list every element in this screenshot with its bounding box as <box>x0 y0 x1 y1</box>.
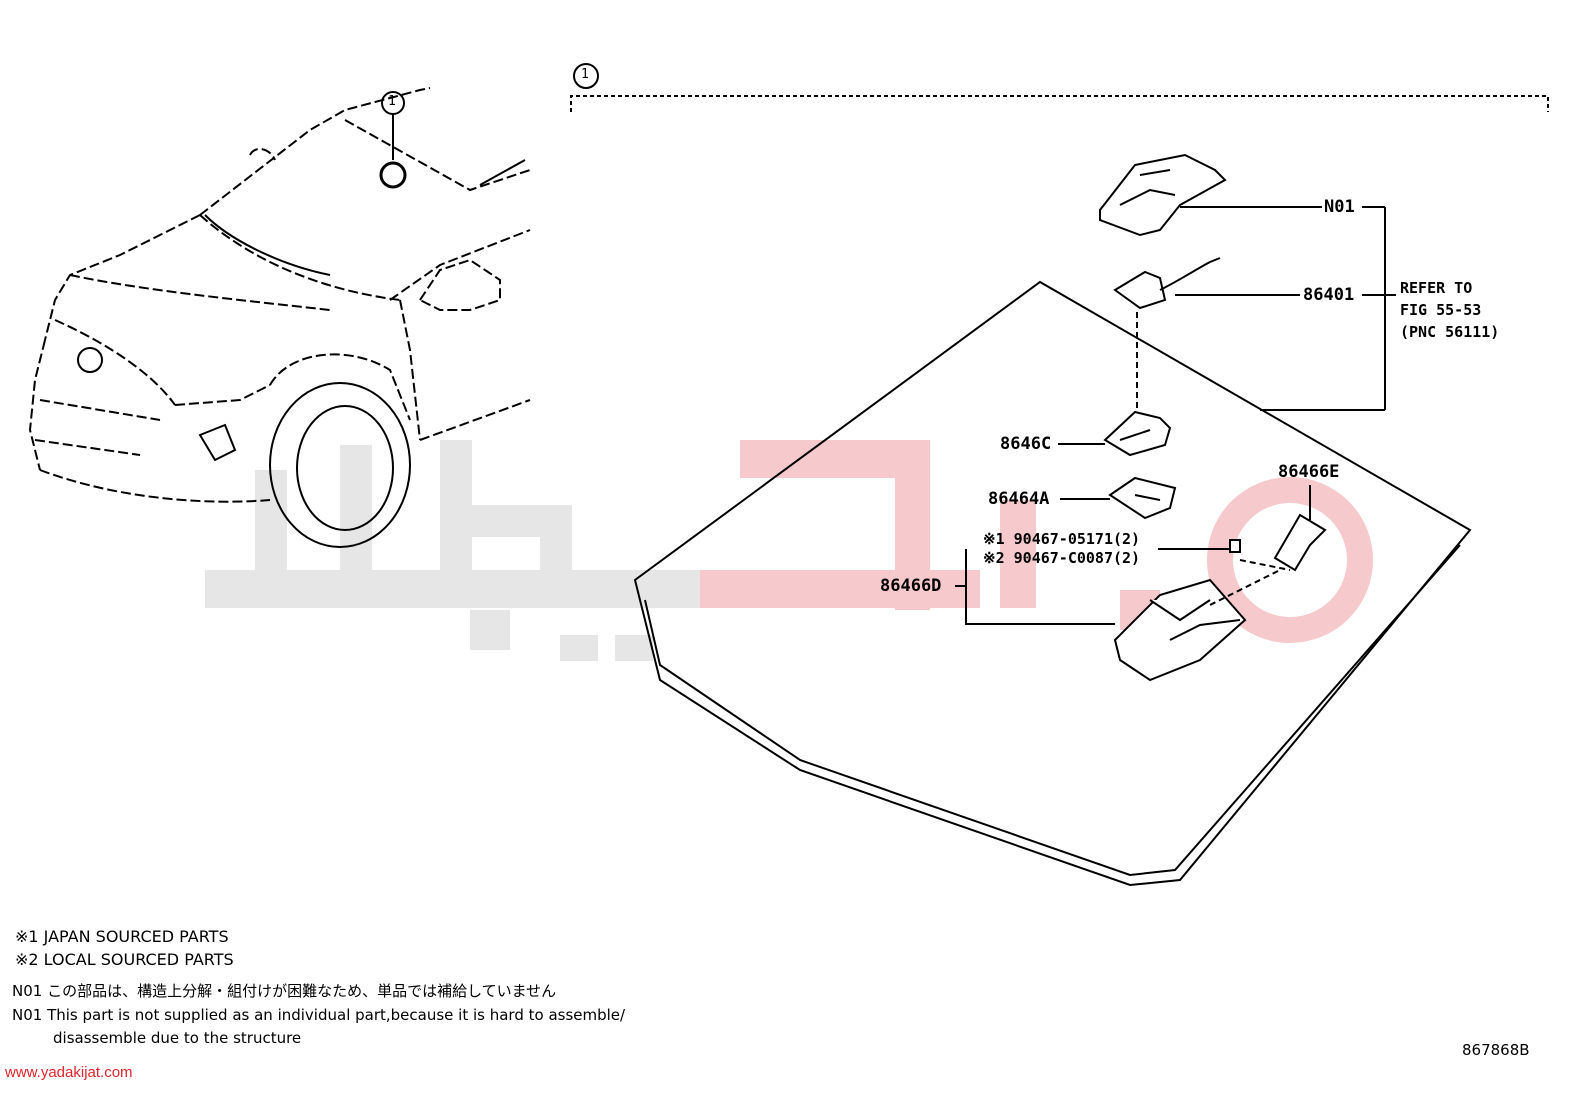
refer-line-3: (PNC 56111) <box>1400 323 1500 341</box>
watermark-url[interactable]: www.yadakijat.com <box>5 1064 133 1081</box>
assembly-bracket <box>570 63 1549 112</box>
callout-1-vehicle: 1 <box>388 94 396 109</box>
label-n01: N01 <box>1324 197 1355 217</box>
windshield-location-marker <box>379 91 407 189</box>
note-local-sourced: ※2 LOCAL SOURCED PARTS <box>15 950 234 969</box>
note-japan-sourced: ※1 JAPAN SOURCED PARTS <box>15 927 229 946</box>
vehicle-solid <box>77 159 526 548</box>
part-86464a-bracket <box>1108 476 1177 520</box>
leader-lines <box>955 206 1396 625</box>
note-n01-english-2: disassemble due to the structure <box>53 1029 302 1047</box>
refer-block: REFER TO FIG 55-53 (PNC 56111) <box>1400 277 1499 343</box>
part-86466e-clip <box>1273 513 1327 572</box>
watermark-logo <box>205 440 1373 661</box>
callout-1-assembly: 1 <box>581 67 589 82</box>
note-n01-japanese: N01 この部品は、構造上分解・組付けが困難なため、単品では補給していません <box>12 982 557 1000</box>
windshield-glass <box>633 280 1472 887</box>
label-86466d: 86466D <box>880 576 942 596</box>
label-86401: 86401 <box>1303 285 1355 305</box>
fastener-label-1: ※1 90467-05171(2) <box>983 530 1141 548</box>
note-n01-english-1: N01 This part is not supplied as an indi… <box>12 1006 626 1024</box>
label-86466e: 86466E <box>1278 462 1340 482</box>
part-90467-clip <box>1229 539 1241 553</box>
diagram-code: 867868B <box>1462 1041 1530 1059</box>
refer-line-1: REFER TO <box>1400 279 1473 297</box>
label-8646c: 8646C <box>1000 434 1052 454</box>
refer-line-2: FIG 55-53 <box>1400 301 1482 319</box>
part-8646c-cover <box>1103 410 1172 457</box>
part-86401-sensor <box>1113 257 1221 310</box>
fastener-label-2: ※2 90467-C0087(2) <box>983 549 1141 567</box>
part-86466d-cover <box>1113 559 1291 682</box>
vehicle-outline <box>28 87 531 503</box>
part-n01-bracket <box>1099 153 1227 237</box>
label-86464a: 86464A <box>988 489 1050 509</box>
